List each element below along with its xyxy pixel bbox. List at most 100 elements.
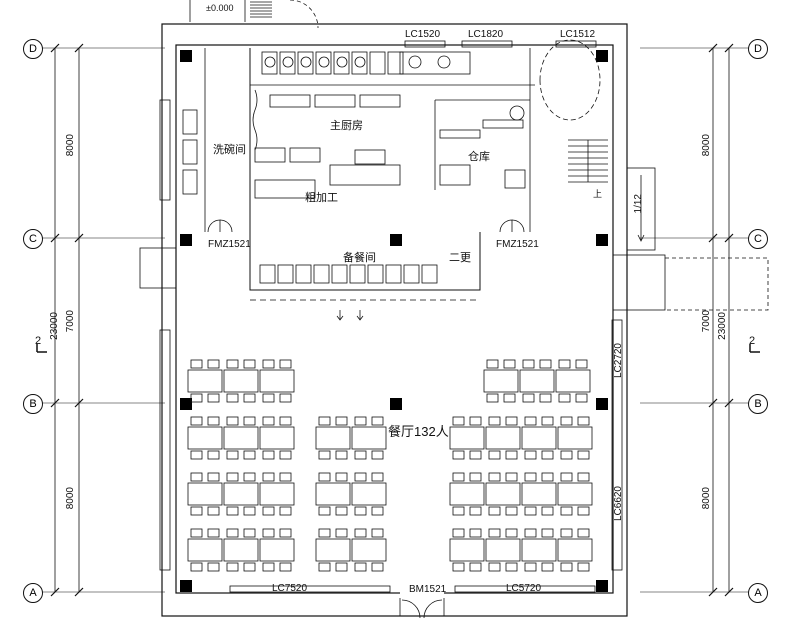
dining-table: [521, 482, 557, 506]
chair: [505, 450, 518, 460]
axis-b-left: B: [23, 394, 43, 414]
window-lc2720: LC2720: [613, 343, 624, 379]
chair: [541, 416, 554, 426]
dining-table: [449, 538, 485, 562]
serving-unit: [277, 264, 294, 284]
chair: [488, 528, 501, 538]
top-arc: [289, 0, 319, 29]
chair: [452, 506, 465, 516]
chair: [488, 506, 501, 516]
window-lc1512: LC1512: [560, 29, 596, 40]
chair: [486, 393, 499, 403]
chair: [577, 450, 590, 460]
column: [180, 398, 192, 410]
room-serving: 备餐间: [343, 252, 376, 264]
chair: [207, 528, 220, 538]
dim-23000-left: 23000: [49, 312, 60, 340]
dim-tick: [708, 233, 718, 243]
axis-c-right: C: [748, 229, 768, 249]
chair: [577, 562, 590, 572]
canopy-outline: [665, 257, 769, 311]
dining-table: [483, 369, 519, 393]
chair: [503, 359, 516, 369]
chair: [190, 562, 203, 572]
cooking-range: [315, 51, 332, 75]
chair: [560, 472, 573, 482]
chair: [335, 450, 348, 460]
chair: [488, 562, 501, 572]
chair: [335, 506, 348, 516]
boiler: [437, 55, 451, 69]
chair: [575, 393, 588, 403]
door-swing: [511, 219, 525, 233]
dining-table: [315, 482, 351, 506]
ramp-arrowhead: [637, 234, 645, 242]
chair: [279, 562, 292, 572]
column: [596, 234, 608, 246]
dining-table: [259, 369, 295, 393]
dim-8000-top-right: 8000: [701, 134, 712, 157]
burner: [354, 56, 366, 68]
chair: [354, 528, 367, 538]
chair: [522, 359, 535, 369]
chair: [207, 393, 220, 403]
chair: [541, 506, 554, 516]
dining-table: [351, 426, 387, 450]
chair: [207, 416, 220, 426]
shelf: [482, 119, 524, 129]
section-mark-left: 2: [35, 335, 42, 347]
chair: [371, 472, 384, 482]
dim-tick: [724, 398, 734, 408]
shelf: [439, 164, 471, 186]
dining-table: [187, 482, 223, 506]
chair: [469, 416, 482, 426]
serving-unit: [421, 264, 438, 284]
chair: [354, 562, 367, 572]
chair: [190, 359, 203, 369]
dining-table: [557, 426, 593, 450]
inner-wall: [175, 44, 614, 594]
dining-table: [259, 482, 295, 506]
chair: [318, 416, 331, 426]
chair: [452, 416, 465, 426]
sink: [354, 149, 386, 165]
chair: [262, 562, 275, 572]
chair: [558, 359, 571, 369]
chair: [262, 506, 275, 516]
dim-tick: [74, 587, 84, 597]
chair: [488, 450, 501, 460]
chair: [207, 562, 220, 572]
chair: [226, 528, 239, 538]
chair: [243, 562, 256, 572]
chair: [190, 472, 203, 482]
chair: [505, 506, 518, 516]
dim-tick: [50, 233, 60, 243]
window-top-1: [404, 40, 446, 48]
chair: [486, 359, 499, 369]
dish-sink: [182, 109, 198, 135]
dim-8000-top-left: 8000: [65, 134, 76, 157]
chair: [522, 393, 535, 403]
chair: [243, 359, 256, 369]
serving-unit: [349, 264, 366, 284]
chair: [207, 506, 220, 516]
dining-table: [519, 369, 555, 393]
chair: [243, 506, 256, 516]
serving-unit: [295, 264, 312, 284]
chair: [539, 359, 552, 369]
window-lc6620: LC6620: [613, 486, 624, 522]
dining-tables: [187, 359, 593, 572]
chair: [262, 359, 275, 369]
left-entrance: [139, 247, 177, 289]
chair: [488, 472, 501, 482]
section-mark-right: 2: [749, 335, 756, 347]
dining-table: [555, 369, 591, 393]
column: [596, 50, 608, 62]
room-dishwashing: 洗碗间: [213, 144, 246, 156]
chair: [190, 450, 203, 460]
elevation-label: ±0.000: [206, 3, 234, 13]
column: [390, 398, 402, 410]
dining-table: [187, 538, 223, 562]
dining-table: [521, 538, 557, 562]
dim-tick: [74, 233, 84, 243]
